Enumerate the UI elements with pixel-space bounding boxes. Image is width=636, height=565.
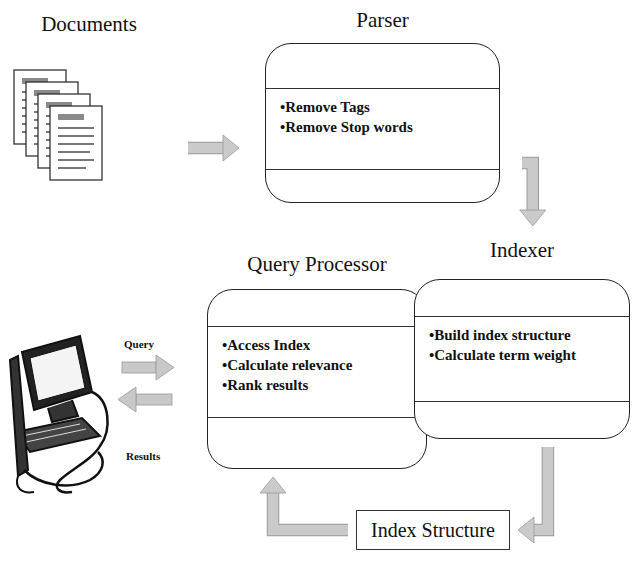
- box-top-band: [415, 280, 629, 316]
- bullet-item: •Access Index: [222, 335, 416, 355]
- box-middle-band: •Access Index•Calculate relevance•Rank r…: [208, 326, 426, 418]
- computer-icon: [10, 336, 108, 492]
- arrow-label: Results: [126, 450, 160, 463]
- box-middle-band: •Remove Tags•Remove Stop words: [266, 88, 499, 170]
- bullet-item: •Remove Stop words: [280, 117, 489, 137]
- bullet-item: •Build index structure: [429, 325, 619, 345]
- box-heading: Indexer: [414, 238, 630, 263]
- documents-node: Documents: [10, 12, 168, 192]
- bullet-item: •Rank results: [222, 375, 416, 395]
- documents-icon: [14, 70, 102, 180]
- arrow-label: Query: [124, 338, 154, 351]
- rounded-box: •Remove Tags•Remove Stop words: [265, 43, 500, 203]
- process-box: Query Processor •Access Index•Calculate r…: [207, 252, 427, 469]
- box-heading: Query Processor: [207, 252, 427, 277]
- block-arrow: [188, 135, 239, 161]
- box-top-band: [266, 44, 499, 88]
- block-arrow: [518, 447, 548, 543]
- block-arrow: [260, 477, 348, 530]
- bullet-item: •Calculate term weight: [429, 345, 619, 365]
- process-box: Parser •Remove Tags•Remove Stop words: [265, 8, 500, 203]
- box-middle-band: •Build index structure•Calculate term we…: [415, 316, 629, 402]
- node-heading: Documents: [10, 12, 168, 37]
- results-arrow: [118, 387, 172, 412]
- store-outline: Index Structure: [356, 510, 510, 550]
- store-box: Index Structure: [356, 510, 510, 550]
- box-top-band: [208, 290, 426, 326]
- block-arrow: [520, 163, 546, 226]
- bullet-item: •Remove Tags: [280, 97, 489, 117]
- bullet-item: •Calculate relevance: [222, 355, 416, 375]
- box-heading: Parser: [265, 8, 500, 33]
- rounded-box: •Access Index•Calculate relevance•Rank r…: [207, 289, 427, 469]
- box-label: Index Structure: [371, 519, 495, 541]
- query-arrow: [122, 355, 174, 380]
- process-box: Indexer •Build index structure•Calculate …: [414, 238, 630, 439]
- rounded-box: •Build index structure•Calculate term we…: [414, 279, 630, 439]
